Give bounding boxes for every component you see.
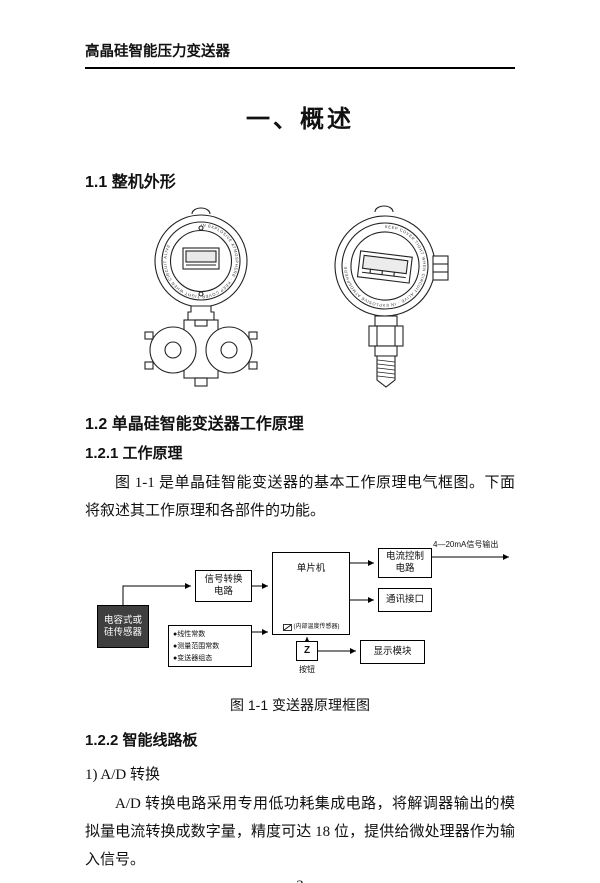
display-module-box: 显示模块 [360, 640, 425, 664]
main-title: 一、概述 [246, 106, 354, 133]
neck [374, 315, 398, 327]
comm-interface-box: 通讯接口 [378, 588, 432, 612]
current-control-box: 电流控制 电路 [378, 548, 432, 578]
transmitter-drawings: IN EXPLOSIVE ATMOSPHERE · KEEP COVER TIG… [85, 204, 515, 404]
transmitter-flange-drawing: IN EXPLOSIVE ATMOSPHERE · KEEP COVER TIG… [144, 207, 258, 387]
temp-sensor-icon [282, 623, 292, 631]
output-signal-label: 4—20mA信号输出 [433, 540, 499, 549]
paragraph-working-principle: 图 1-1 是单晶硅智能变送器的基本工作原理电气框图。下面将叙述其工作原理和各部… [85, 475, 515, 519]
sensor-box: 电容式或 硅传感器 [97, 605, 149, 648]
item-ad-conversion: 1) A/D 转换 [85, 767, 161, 783]
section-1-1-heading: 1.1 整机外形 [85, 174, 176, 191]
diagram-connector-lines [122, 554, 509, 654]
internal-temp-row: (内部温度传感器) [273, 624, 349, 632]
section-1-2-2-heading: 1.2.2 智能线路板 [85, 732, 198, 749]
figure-caption: 图 1-1 变送器原理框图 [229, 697, 370, 713]
lift-eyelet [191, 207, 211, 215]
page-header: 高晶硅智能压力变送器 [85, 40, 515, 69]
flange-cover-left [149, 326, 197, 374]
parameters-box: ●线性常数 ●测量范围常数 ●变送器组态 [168, 625, 252, 667]
signal-converter-box: 信号转换 电路 [195, 570, 252, 602]
section-1-2-1-heading: 1.2.1 工作原理 [85, 445, 183, 462]
zero-button-box: Z [296, 641, 318, 661]
section-1-2-heading: 1.2 单晶硅智能变送器工作原理 [85, 416, 304, 433]
paragraph-ad-conversion: A/D 转换电路采用专用低功耗集成电路，将解调器输出的模拟量电流转换成数字量，精… [85, 796, 515, 868]
lift-eyelet [374, 205, 394, 213]
hex-nut [368, 325, 404, 347]
threaded-connection [376, 355, 396, 388]
bolt [144, 361, 154, 370]
bolt [144, 331, 154, 340]
bolt [248, 331, 258, 340]
internal-temp-label: (内部温度传感器) [293, 623, 340, 630]
zero-button-label: 按钮 [299, 665, 315, 674]
terminal-cover [432, 255, 449, 281]
page-number: - 3 - [85, 878, 515, 883]
param-item: ●线性常数 [173, 631, 206, 638]
mcu-label: 单片机 [296, 563, 326, 574]
header-title: 高晶硅智能压力变送器 [85, 44, 230, 60]
block-diagram: 电容式或 硅传感器 信号转换 电路 单片机 (内部温度传感器) 电流控制 电路 … [85, 535, 515, 685]
drain-plug [194, 377, 208, 387]
transmitter-threaded-drawing: KEEP COVER TIGHT WHEN CIRCUIT ALIVE · IN… [334, 205, 449, 388]
mcu-box: 单片机 (内部温度传感器) [272, 552, 350, 635]
neck [187, 305, 215, 321]
bolt [248, 361, 258, 370]
flange-cover-right [205, 326, 253, 374]
param-item: ●测量范围常数 [173, 642, 220, 650]
param-item: ●变送器组态 [173, 654, 213, 662]
